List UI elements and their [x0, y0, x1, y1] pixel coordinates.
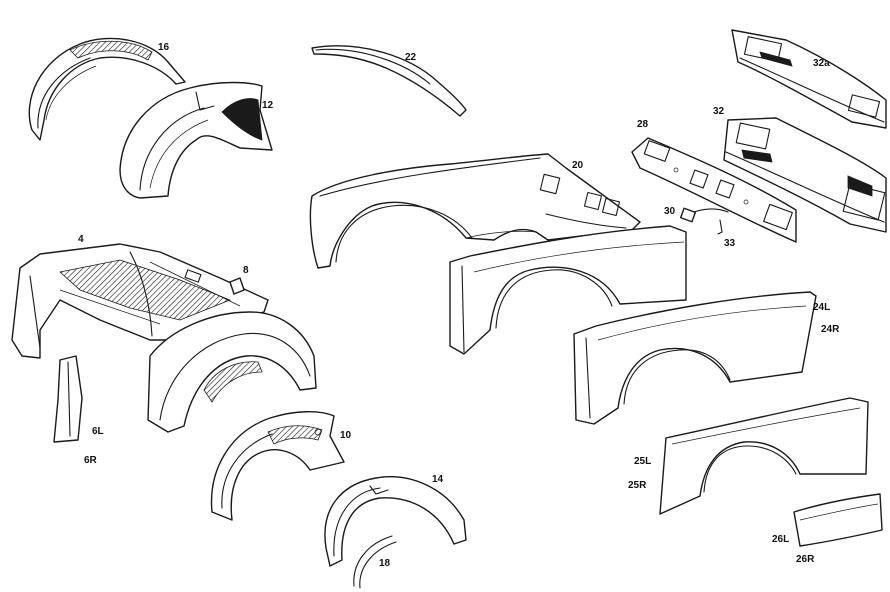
label-25L: 25L: [634, 456, 651, 467]
label-32a: 32a: [813, 58, 830, 69]
label-24R: 24R: [821, 324, 840, 335]
label-28: 28: [637, 119, 649, 130]
label-8: 8: [243, 265, 249, 276]
part-4-wheelhouse: [147, 311, 317, 433]
label-22: 22: [405, 52, 417, 63]
label-20: 20: [572, 160, 584, 171]
label-25R: 25R: [628, 480, 647, 491]
label-24L: 24L: [813, 302, 830, 313]
part-12-inner-wheelhouse: [119, 81, 273, 199]
part-14-wheel-arch-liner: [324, 476, 467, 567]
part-33-clip: [717, 219, 723, 235]
part-16-wheel-arch-lip: [28, 37, 186, 141]
label-4: 4: [78, 234, 84, 245]
label-18: 18: [379, 558, 391, 569]
part-20-quarter-outer: [449, 225, 687, 355]
part-32a-tail-panel: [731, 29, 887, 129]
label-14: 14: [432, 474, 444, 485]
part-10-inner-wheel-arch: [210, 411, 345, 521]
part-24-quarter-panel: [573, 291, 817, 425]
label-6R: 6R: [84, 455, 98, 466]
label-10: 10: [340, 430, 352, 441]
part-22-rear-header: [311, 45, 467, 117]
label-32: 32: [713, 106, 725, 117]
label-30: 30: [664, 206, 676, 217]
label-16: 16: [158, 42, 170, 53]
part-30-bracket: [679, 207, 729, 223]
part-25-quarter-skin: [659, 397, 869, 515]
part-8-bracket: [229, 277, 245, 295]
part-18-arch-trim: [353, 535, 397, 589]
part-32-rear-panel: [723, 117, 887, 233]
label-12: 12: [262, 100, 274, 111]
label-33: 33: [724, 238, 736, 249]
label-26L: 26L: [772, 534, 789, 545]
part-20-rear-quarter-assembly: [309, 153, 641, 269]
label-6L: 6L: [92, 426, 104, 437]
part-26-repair-section: [793, 493, 883, 547]
label-26R: 26R: [796, 554, 815, 565]
part-28-rear-body-panel: [631, 137, 797, 243]
part-6-pillar: [53, 355, 83, 443]
